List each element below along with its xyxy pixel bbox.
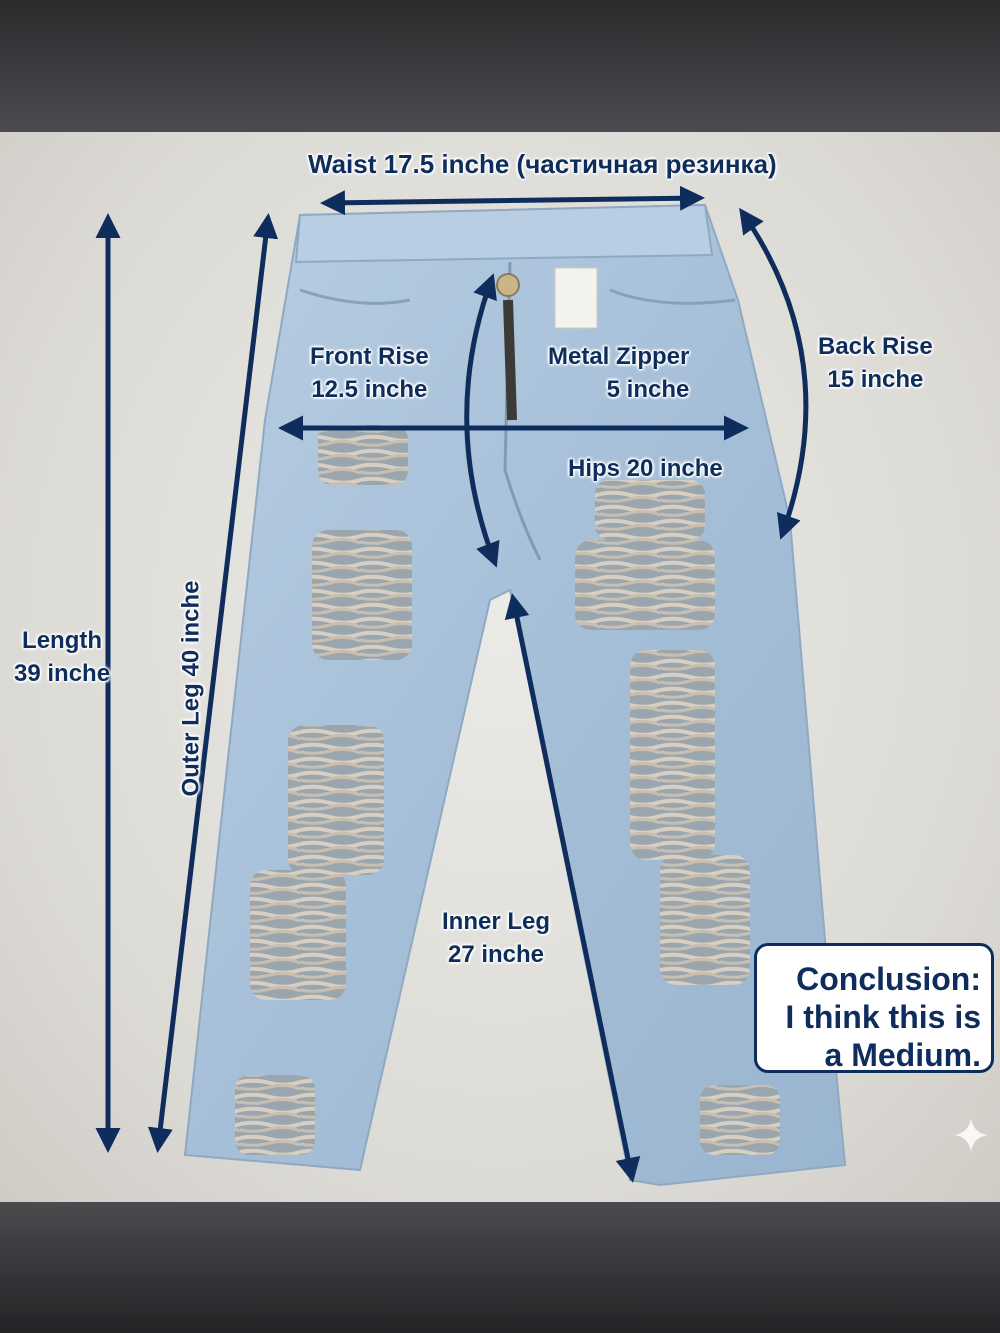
- back-rise-label: Back Rise 15 inche: [818, 330, 933, 396]
- inner-leg-arrow: [504, 593, 641, 1183]
- fly-seam: [503, 261, 542, 561]
- jeans-body: [183, 203, 847, 1187]
- metal-zipper-title: Metal Zipper: [548, 343, 690, 370]
- bottom-frame: [0, 1202, 1000, 1333]
- conclusion-line-3: a Medium.: [824, 1037, 981, 1073]
- rip-left-2: [312, 530, 412, 660]
- length-label: Length 39 inche: [14, 624, 110, 690]
- length-title: Length: [22, 627, 103, 654]
- metal-zipper-label: Metal Zipper 5 inche: [548, 340, 689, 406]
- rip-left-4: [250, 870, 346, 1000]
- waist-arrow: [320, 185, 705, 216]
- back-rise-arrow: [739, 207, 809, 540]
- outer-leg-label: Outer Leg 40 inche: [177, 580, 205, 797]
- rip-right-1: [595, 480, 705, 540]
- rip-right-4: [660, 855, 750, 985]
- top-frame: [0, 0, 1000, 132]
- rip-left-5: [235, 1075, 315, 1155]
- back-rise-value: 15 inche: [827, 366, 924, 393]
- waistband: [294, 203, 714, 264]
- outer-leg-arrow: [147, 213, 279, 1153]
- hips-label: Hips 20 inche: [568, 455, 723, 482]
- rip-left-3: [288, 725, 384, 875]
- sparkle-icon: [954, 1118, 988, 1152]
- button: [496, 273, 520, 297]
- conclusion-line-2: I think this is: [785, 999, 981, 1035]
- length-value: 39 inche: [14, 660, 111, 687]
- front-rise-title: Front Rise: [310, 343, 429, 370]
- front-rise-value: 12.5 inche: [311, 376, 428, 403]
- inner-leg-title: Inner Leg: [442, 908, 551, 935]
- rip-left-1: [318, 425, 408, 485]
- rip-right-3: [630, 650, 715, 860]
- metal-zipper-value: 5 inche: [606, 376, 690, 403]
- zipper: [503, 299, 517, 421]
- inner-leg-value: 27 inche: [447, 941, 545, 968]
- size-tag: [554, 267, 598, 329]
- conclusion-box: Conclusion: I think this is a Medium.: [754, 943, 994, 1073]
- front-rise-label: Front Rise 12.5 inche: [310, 340, 429, 406]
- back-rise-title: Back Rise: [818, 333, 933, 360]
- waist-label: Waist 17.5 inche (частичная резинка): [308, 149, 777, 179]
- rip-right-2: [575, 540, 715, 630]
- rip-right-5: [700, 1085, 780, 1155]
- front-rise-arrow: [464, 273, 500, 568]
- inner-leg-label: Inner Leg 27 inche: [442, 905, 550, 971]
- conclusion-line-1: Conclusion:: [796, 961, 981, 997]
